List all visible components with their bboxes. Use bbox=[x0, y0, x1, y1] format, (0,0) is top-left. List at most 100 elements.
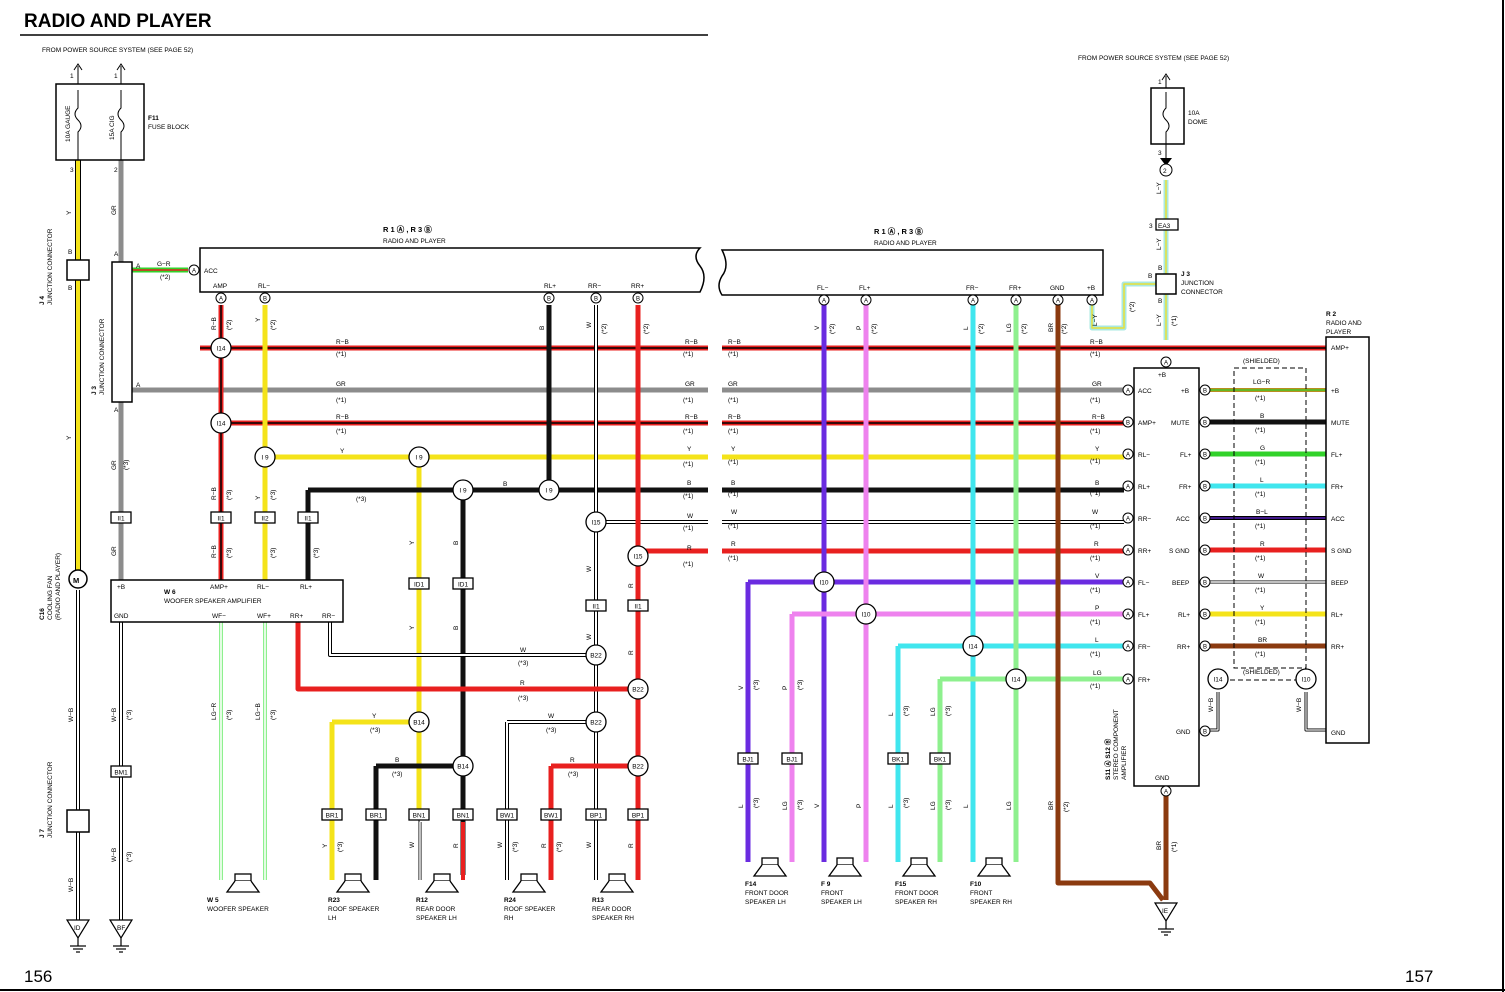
svg-text:FR+: FR+ bbox=[1138, 677, 1151, 684]
svg-text:(*2): (*2) bbox=[1129, 302, 1136, 312]
svg-text:(*1): (*1) bbox=[1255, 587, 1265, 594]
svg-text:A: A bbox=[1126, 452, 1130, 458]
shielded-section: (SHIELDED) (SHIELDED) bbox=[1230, 358, 1307, 681]
pin-marker bbox=[1199, 512, 1211, 524]
svg-text:A: A bbox=[1126, 612, 1130, 618]
pin-marker bbox=[1122, 576, 1134, 588]
pin-marker bbox=[1199, 448, 1211, 460]
svg-text:GND: GND bbox=[1155, 775, 1170, 782]
svg-text:EA3: EA3 bbox=[1158, 223, 1171, 230]
svg-text:(*2): (*2) bbox=[1061, 324, 1068, 334]
junction-node: B22 bbox=[627, 755, 649, 777]
wire-labels: YYGRGRGR(*3)G−R(*2)R−B(*1)GR(*1)R−B(*1)Y… bbox=[66, 182, 1303, 892]
svg-text:II1: II1 bbox=[634, 604, 642, 611]
svg-text:A: A bbox=[1126, 644, 1130, 650]
radio-player-r2: R 2 RADIO AND PLAYER AMP+ +B MUTE FL+ FR… bbox=[1325, 311, 1370, 744]
svg-text:(*3): (*3) bbox=[945, 800, 952, 810]
svg-text:(*2): (*2) bbox=[160, 274, 170, 281]
svg-text:I14: I14 bbox=[216, 346, 225, 353]
dome-fuse: 10A DOME 2 31 bbox=[1150, 73, 1208, 177]
svg-text:(*1): (*1) bbox=[683, 561, 693, 568]
pin-marker bbox=[1199, 416, 1211, 428]
svg-text:(*1): (*1) bbox=[1090, 619, 1100, 626]
svg-text:I 9: I 9 bbox=[415, 455, 423, 462]
junction-j3: J 3 JUNCTION CONNECTOR AA AA bbox=[91, 251, 141, 414]
svg-text:+B: +B bbox=[1331, 388, 1339, 395]
svg-text:PLAYER: PLAYER bbox=[1326, 329, 1351, 336]
svg-text:BK1: BK1 bbox=[892, 757, 905, 764]
wires bbox=[75, 160, 1326, 920]
svg-text:P: P bbox=[856, 804, 863, 808]
svg-text:RR+: RR+ bbox=[631, 283, 644, 290]
svg-text:B: B bbox=[1203, 452, 1207, 458]
svg-text:B22: B22 bbox=[632, 687, 644, 694]
svg-text:B: B bbox=[1158, 298, 1162, 305]
svg-text:(*1): (*1) bbox=[1090, 523, 1100, 530]
pin-marker bbox=[1052, 294, 1064, 306]
connector-tag: BN1 bbox=[452, 808, 474, 821]
svg-text:F14: F14 bbox=[745, 881, 757, 888]
svg-text:L−Y: L−Y bbox=[1092, 314, 1099, 326]
svg-text:I10: I10 bbox=[861, 612, 870, 619]
svg-text:II1: II1 bbox=[117, 516, 125, 523]
svg-text:A: A bbox=[192, 268, 196, 274]
svg-text:W−B: W−B bbox=[68, 708, 75, 722]
svg-text:RR−: RR− bbox=[322, 613, 335, 620]
svg-text:RL+: RL+ bbox=[1178, 612, 1190, 619]
svg-text:RL+: RL+ bbox=[1331, 612, 1343, 619]
svg-text:I 9: I 9 bbox=[545, 488, 553, 495]
svg-text:(SHIELDED): (SHIELDED) bbox=[1243, 669, 1280, 676]
svg-text:BP1: BP1 bbox=[590, 813, 603, 820]
pin-marker bbox=[543, 292, 555, 304]
svg-text:BN1: BN1 bbox=[457, 813, 470, 820]
ground-symbols: ID BF IE bbox=[66, 902, 1178, 953]
svg-text:FR+: FR+ bbox=[1009, 285, 1022, 292]
svg-text:A: A bbox=[1164, 789, 1168, 795]
pin-marker bbox=[1122, 480, 1134, 492]
svg-text:(*1): (*1) bbox=[728, 428, 738, 435]
svg-text:GND: GND bbox=[1331, 730, 1346, 737]
junction-node: I10 bbox=[813, 571, 835, 593]
connector-tag: II1 bbox=[585, 599, 607, 612]
stereo-amplifier: +B GND ACC AMP+ RL− RL+ RR− RR+ FL− FL+ … bbox=[1103, 367, 1200, 787]
pin-marker bbox=[860, 294, 872, 306]
connector-tag: BW1 bbox=[496, 808, 518, 821]
svg-text:R−B: R−B bbox=[211, 487, 218, 500]
svg-text:BR1: BR1 bbox=[326, 813, 339, 820]
svg-text:F15: F15 bbox=[895, 881, 907, 888]
svg-text:(*1): (*1) bbox=[1255, 491, 1265, 498]
pin-marker bbox=[259, 292, 271, 304]
svg-text:BM1: BM1 bbox=[114, 770, 128, 777]
svg-text:A: A bbox=[822, 298, 826, 304]
svg-text:GR: GR bbox=[728, 381, 738, 388]
svg-text:(*2): (*2) bbox=[601, 324, 608, 334]
svg-text:(*3): (*3) bbox=[797, 800, 804, 810]
connector-tag: BP1 bbox=[585, 808, 607, 821]
svg-text:W: W bbox=[409, 841, 416, 848]
svg-text:(*3): (*3) bbox=[126, 852, 133, 862]
pin-marker bbox=[818, 294, 830, 306]
svg-text:II1: II1 bbox=[217, 516, 225, 523]
svg-text:FRONT DOOR: FRONT DOOR bbox=[745, 890, 789, 897]
svg-text:COOLING FAN: COOLING FAN bbox=[47, 575, 54, 620]
connector-tag: BK1 bbox=[887, 752, 909, 765]
svg-text:FR+: FR+ bbox=[1179, 484, 1192, 491]
svg-text:RR+: RR+ bbox=[1331, 644, 1344, 651]
svg-text:(*1): (*1) bbox=[1255, 651, 1265, 658]
svg-text:BP1: BP1 bbox=[632, 813, 645, 820]
svg-text:B: B bbox=[1158, 265, 1162, 272]
svg-text:(*1): (*1) bbox=[1255, 555, 1265, 562]
svg-text:BR: BR bbox=[1048, 801, 1055, 810]
svg-text:(*3): (*3) bbox=[123, 460, 130, 470]
fuse-block-id: F11 bbox=[148, 115, 159, 122]
svg-text:(*1): (*1) bbox=[728, 459, 738, 466]
woofer-amplifier-w6: W 6 WOOFER SPEAKER AMPLIFIER +B AMP+ RL−… bbox=[110, 579, 344, 623]
svg-text:RADIO AND PLAYER: RADIO AND PLAYER bbox=[874, 240, 937, 247]
pin-marker bbox=[188, 264, 200, 276]
svg-text:(*1): (*1) bbox=[1090, 458, 1100, 465]
svg-text:B: B bbox=[1148, 273, 1152, 280]
svg-text:(*1): (*1) bbox=[336, 397, 346, 404]
pin-marker bbox=[1122, 416, 1134, 428]
svg-text:GND: GND bbox=[114, 613, 129, 620]
fuse-gauge-label: 10A GAUGE bbox=[65, 105, 72, 142]
